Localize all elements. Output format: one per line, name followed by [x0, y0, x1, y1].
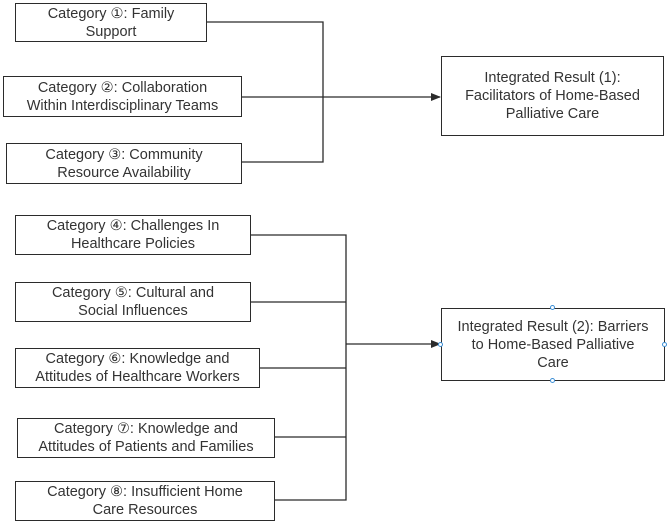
integrated-result-2-box[interactable]: Integrated Result (2): Barriers to Home-…	[441, 308, 665, 381]
category-3-box[interactable]: Category ③: Community Resource Availabil…	[6, 143, 242, 184]
connector-category-1	[207, 21, 324, 163]
selection-handle-right[interactable]	[662, 342, 667, 347]
integrated-result-1-box[interactable]: Integrated Result (1): Facilitators of H…	[441, 56, 664, 136]
category-6-box[interactable]: Category ⑥: Knowledge and Attitudes of H…	[15, 348, 260, 388]
selection-handle-left[interactable]	[438, 342, 443, 347]
category-2-box[interactable]: Category ②: Collaboration Within Interdi…	[3, 76, 242, 117]
category-4-box[interactable]: Category ④: Challenges In Healthcare Pol…	[15, 215, 251, 255]
category-1-box[interactable]: Category ①: Family Support	[15, 3, 207, 42]
selection-handle-bottom[interactable]	[550, 378, 555, 383]
category-8-box[interactable]: Category ⑧: Insufficient Home Care Resou…	[15, 481, 275, 521]
category-5-box[interactable]: Category ⑤: Cultural and Social Influenc…	[15, 282, 251, 322]
selection-handle-top[interactable]	[550, 305, 555, 310]
category-7-box[interactable]: Category ⑦: Knowledge and Attitudes of P…	[17, 418, 275, 458]
